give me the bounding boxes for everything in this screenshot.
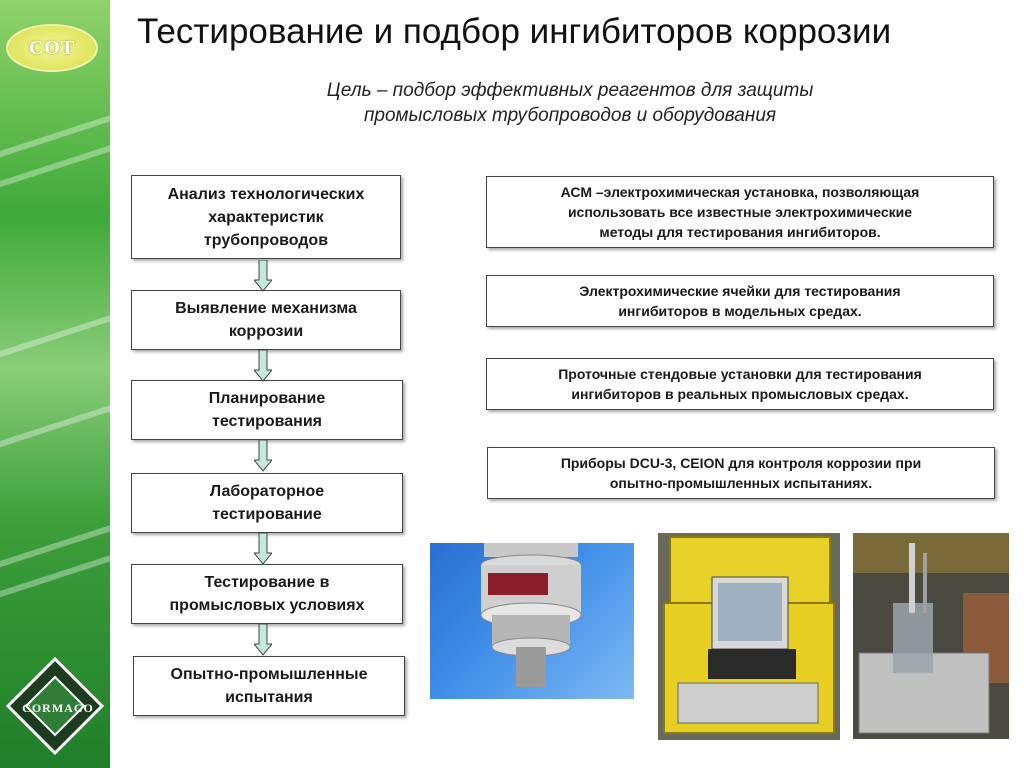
flow-step-text: Тестирование в [204,574,330,591]
flow-step-lab-testing: Лабораторное тестирование [131,473,403,533]
flow-step-planning: Планирование тестирования [131,380,403,440]
method-text: использовать все известные электрохимиче… [567,204,913,220]
flow-step-text: Планирование [208,390,326,407]
method-acm: АСМ –электрохимическая установка, позвол… [486,176,994,248]
sot-logo: СОТ [6,24,98,72]
flow-step-text: испытания [225,689,313,706]
subtitle-line: Цель – подбор эффективных реагентов для … [326,80,814,101]
flow-step-text: Лабораторное [209,483,325,500]
page-title: Тестирование и подбор ингибиторов корроз… [137,12,892,51]
flow-step-field-testing: Тестирование в промысловых условиях [131,564,403,624]
method-dcu-ceion: Приборы DCU-3, CEION для контроля корроз… [487,447,995,499]
sot-logo-text: СОТ [28,36,76,59]
method-text: Приборы DCU-3, CEION для контроля корроз… [560,455,922,471]
flow-arrow-down-icon [254,533,272,565]
corrosion-probe-photo [430,543,634,699]
cormaco-logo-text: CORMACO [22,701,94,715]
flow-step-text: коррозии [228,323,304,340]
method-flow-stands: Проточные стендовые установки для тестир… [486,358,994,410]
flow-step-text: Опытно-промышленные [170,666,368,683]
method-text: опытно-промышленных испытаниях. [609,475,873,491]
method-text: ингибиторов в реальных промысловых среда… [571,386,909,402]
flow-arrow-down-icon [254,624,272,656]
flow-test-rig-photo [853,533,1009,739]
decorative-sidebar: СОТ CORMACO [0,0,110,768]
dcu-instrument-case-photo [658,533,840,740]
flow-step-text: тестирование [212,506,322,523]
flow-step-text: Выявление механизма [175,300,357,317]
method-text: Проточные стендовые установки для тестир… [558,366,922,382]
cormaco-logo: CORMACO [4,655,106,757]
flow-step-analysis: Анализ технологических характеристик тру… [131,175,401,259]
method-text: АСМ –электрохимическая установка, позвол… [560,184,920,200]
page-subtitle: Цель – подбор эффективных реагентов для … [230,78,910,128]
method-text: Электрохимические ячейки для тестировани… [579,283,901,299]
method-text: ингибиторов в модельных средах. [618,303,862,319]
flow-step-mechanism: Выявление механизма коррозии [131,290,401,350]
flow-step-pilot-trials: Опытно-промышленные испытания [133,656,405,716]
method-electrochemical-cells: Электрохимические ячейки для тестировани… [486,275,994,327]
flow-arrow-down-icon [254,350,272,382]
flow-step-text: Анализ технологических [167,185,365,203]
method-text: методы для тестирования ингибиторов. [599,224,881,240]
flow-step-text: промысловых условиях [169,597,365,614]
flow-arrow-down-icon [254,440,272,472]
flow-step-text: трубопроводов [203,231,329,249]
flow-step-text: характеристик [208,208,324,226]
flow-step-text: тестирования [212,413,322,430]
subtitle-line: промысловых трубопроводов и оборудования [363,105,777,126]
flow-arrow-down-icon [254,260,272,292]
